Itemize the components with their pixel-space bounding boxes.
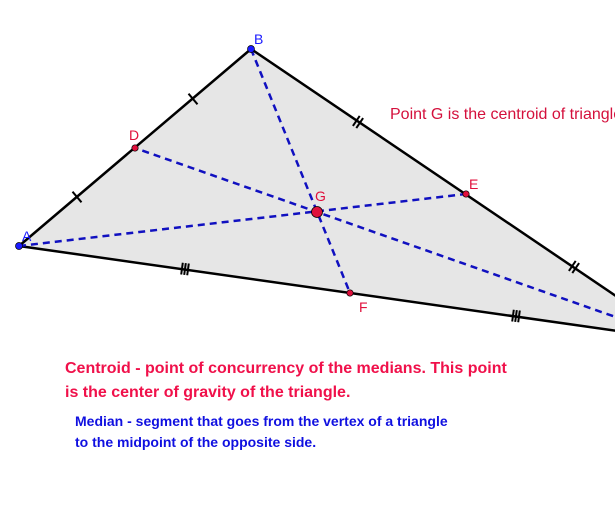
centroid-definition-line: Centroid - point of concurrency of the m… — [65, 360, 507, 377]
point-g[interactable] — [311, 206, 323, 218]
centroid-definition: Centroid - point of concurrency of the m… — [65, 357, 507, 405]
median-definition-line: Median - segment that goes from the vert… — [75, 413, 448, 429]
label-b: B — [254, 31, 263, 47]
congruence-ticks — [71, 93, 580, 323]
label-g: G — [315, 188, 326, 204]
point-a[interactable] — [15, 242, 23, 250]
point-f[interactable] — [346, 289, 354, 297]
point-e[interactable] — [462, 190, 470, 198]
median-ae — [18, 192, 467, 248]
point-d[interactable] — [131, 144, 139, 152]
point-b[interactable] — [247, 45, 255, 53]
median-definition: Median - segment that goes from the vert… — [75, 411, 448, 453]
label-d: D — [129, 127, 139, 143]
centroid-definition-line: is the center of gravity of the triangle… — [65, 384, 351, 401]
median-bf — [249, 48, 352, 294]
median-definition-line: to the midpoint of the opposite side. — [75, 434, 317, 450]
label-f: F — [359, 299, 368, 315]
label-a: A — [22, 228, 32, 244]
centroid-note: Point G is the centroid of triangle — [390, 106, 615, 123]
label-e: E — [469, 176, 478, 192]
median-cd — [134, 146, 615, 319]
